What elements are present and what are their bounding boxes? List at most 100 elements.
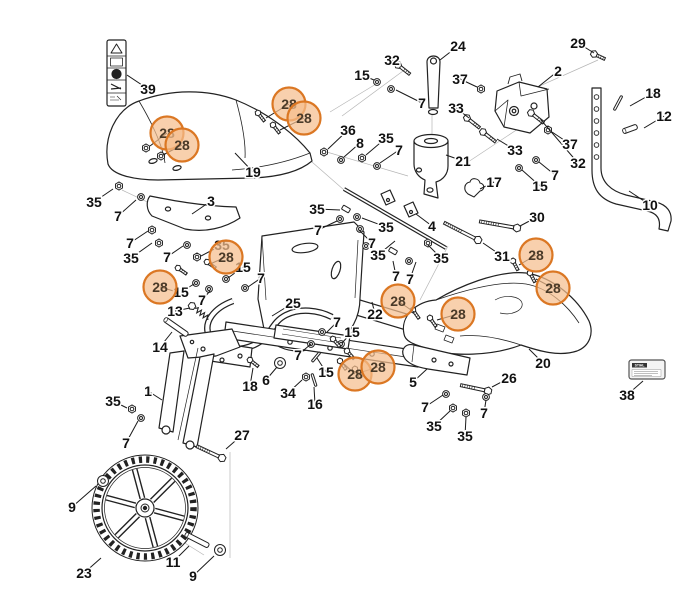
part-callout-35: 35 (86, 194, 102, 210)
clip-icon (464, 178, 485, 198)
svg-text:28: 28 (545, 280, 561, 296)
part-callout-35: 35 (370, 247, 386, 263)
svg-text:28: 28 (370, 359, 386, 375)
rotating-tines-icon (111, 68, 122, 80)
clevis-bracket-part21 (413, 133, 449, 199)
nut-icon (544, 125, 552, 135)
highlight-callout-28: 28 (518, 237, 554, 273)
tire-tread (93, 456, 197, 560)
smallpin-icon (310, 373, 318, 387)
part-callout-6: 6 (262, 372, 270, 388)
part-callout-7: 7 (294, 347, 302, 363)
bolt-icon (526, 109, 546, 125)
part-callout-35: 35 (309, 201, 325, 217)
svg-text:28: 28 (528, 247, 544, 263)
part-callout-5: 5 (409, 374, 417, 390)
washer-icon (318, 328, 326, 336)
part-callout-9: 9 (68, 499, 76, 515)
part-callout-35: 35 (433, 250, 449, 266)
part-callout-7: 7 (480, 405, 488, 421)
fender-bracket-part5 (402, 344, 471, 376)
wheel-part23 (91, 454, 199, 562)
pin-icon (622, 124, 638, 134)
screw-icon (426, 314, 438, 329)
nut-icon (128, 404, 136, 414)
nut-icon (477, 84, 485, 94)
spacer-icon (388, 246, 398, 256)
pivot-housing-part2 (494, 73, 550, 134)
washer-icon (205, 285, 213, 293)
part-callout-25: 25 (285, 295, 301, 311)
screw-icon (329, 335, 342, 349)
part-callout-7: 7 (406, 271, 414, 287)
part-callout-20: 20 (535, 355, 551, 371)
part-callout-27: 27 (234, 427, 250, 443)
part-callout-1: 1 (144, 383, 152, 399)
part-callout-7: 7 (392, 268, 400, 284)
washer-icon (362, 242, 370, 250)
part-callout-7: 7 (333, 314, 341, 330)
part-callout-15: 15 (344, 324, 360, 340)
part-callout-16: 16 (307, 396, 323, 412)
bigwasher-icon (97, 475, 109, 487)
svg-text:28: 28 (296, 110, 312, 126)
screw-icon (246, 356, 260, 369)
part-callout-3: 3 (207, 193, 215, 209)
part-callout-17: 17 (486, 174, 502, 190)
part-callout-9: 9 (189, 568, 197, 584)
part-callout-31: 31 (494, 248, 510, 264)
washer-icon (337, 156, 345, 164)
nut-icon (115, 181, 123, 191)
hand-warning-icon (110, 83, 122, 90)
nut-icon (142, 143, 150, 153)
part-callout-7: 7 (314, 222, 322, 238)
part-callout-24: 24 (450, 38, 466, 54)
part-callout-15: 15 (532, 178, 548, 194)
smallpin-icon (311, 351, 321, 363)
part-callout-38: 38 (619, 387, 635, 403)
part-callout-7: 7 (198, 292, 206, 308)
nut-icon (358, 153, 366, 163)
washer-icon (137, 193, 145, 201)
part-callout-35: 35 (426, 418, 442, 434)
part-callout-7: 7 (114, 208, 122, 224)
part-callout-7: 7 (551, 167, 559, 183)
part-callout-33: 33 (448, 100, 464, 116)
longbolt-icon (195, 444, 227, 463)
part-callout-33: 33 (507, 142, 523, 158)
tine-bar-part4 (342, 187, 448, 250)
part-callout-36: 36 (340, 122, 356, 138)
svg-text:28: 28 (450, 306, 466, 322)
pin-icon (184, 532, 210, 548)
svg-text:28: 28 (152, 279, 168, 295)
part-callout-18: 18 (242, 378, 258, 394)
link-part24 (426, 55, 441, 116)
part-callout-29: 29 (570, 35, 586, 51)
nut-icon (449, 403, 457, 413)
part-callout-32: 32 (570, 155, 586, 171)
part-callout-7: 7 (163, 249, 171, 265)
washer-icon (373, 78, 381, 86)
screw-icon (269, 121, 282, 135)
model-plate-part38: STIHL (628, 359, 666, 380)
part-callout-7: 7 (418, 95, 426, 111)
part-callout-8: 8 (356, 135, 364, 151)
screw-icon (509, 257, 520, 272)
brand-text: STIHL (635, 363, 645, 367)
part-callout-14: 14 (152, 339, 168, 355)
screw-icon (174, 264, 189, 276)
coilbolt-icon (187, 301, 209, 321)
washer-icon (192, 279, 200, 287)
part-callout-26: 26 (501, 370, 517, 386)
wheel-spokes (105, 468, 185, 548)
part-callout-10: 10 (642, 197, 658, 213)
washer-icon (482, 393, 490, 401)
nut-icon (155, 238, 163, 248)
part-callout-15: 15 (354, 67, 370, 83)
part-callout-32: 32 (384, 52, 400, 68)
part-callout-30: 30 (529, 209, 545, 225)
longbolt-icon (442, 220, 483, 245)
part-callout-35: 35 (378, 130, 394, 146)
